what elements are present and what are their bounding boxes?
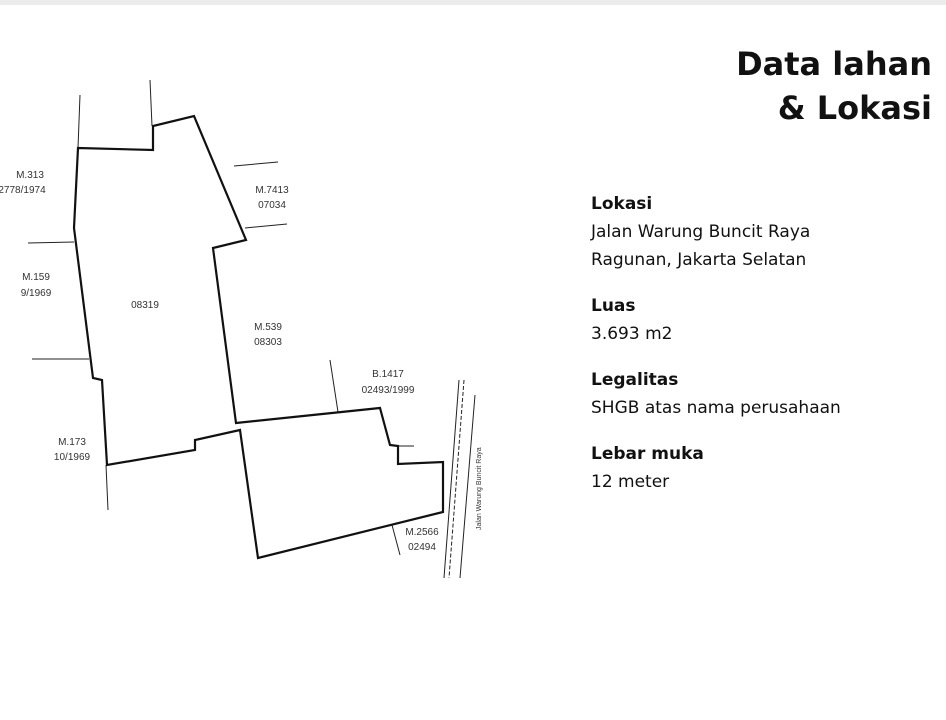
info-heading: Lokasi <box>591 194 653 214</box>
info-heading: Luas <box>591 296 636 316</box>
road-label: Jalan Warung Buncit Raya <box>476 447 483 530</box>
boundary-line <box>233 161 279 167</box>
boundary-line <box>391 524 401 556</box>
info-legalitas: Legalitas SHGB atas nama perusahaan <box>591 366 841 422</box>
boundary-line <box>244 223 288 229</box>
neighbor-label: 07034 <box>258 200 286 211</box>
boundary-line <box>329 359 339 413</box>
neighbor-label: M.173 <box>58 437 86 448</box>
land-info: Lokasi Jalan Warung Buncit Raya Ragunan,… <box>591 190 841 514</box>
info-luas: Luas 3.693 m2 <box>591 292 841 348</box>
road-line <box>448 379 465 579</box>
neighbor-label: M.313 <box>16 170 44 181</box>
neighbor-label: M.539 <box>254 322 282 333</box>
info-value: 3.693 m2 <box>591 324 673 344</box>
boundary-line <box>27 241 75 244</box>
info-heading: Lebar muka <box>591 444 704 464</box>
info-heading: Legalitas <box>591 370 679 390</box>
info-value: Ragunan, Jakarta Selatan <box>591 250 807 270</box>
top-bar <box>0 0 946 5</box>
road-line <box>459 394 476 579</box>
neighbor-label: 10/1969 <box>54 452 91 463</box>
land-parcel-map: 08319 M.313 2778/1974 M.7413 07034 M.159… <box>0 79 483 579</box>
neighbor-label: B.1417 <box>372 369 404 380</box>
info-value: 12 meter <box>591 472 670 492</box>
road-line <box>443 379 460 579</box>
info-value: SHGB atas nama perusahaan <box>591 398 841 418</box>
neighbor-label: M.159 <box>22 272 50 283</box>
neighbor-label: M.2566 <box>405 527 439 538</box>
neighbor-label: 08303 <box>254 337 282 348</box>
boundary-line <box>105 464 109 511</box>
page-title: Data lahan & Lokasi <box>736 42 932 130</box>
parcel-main-label: 08319 <box>131 300 159 311</box>
neighbor-label: 02493/1999 <box>362 385 415 396</box>
neighbor-label: 9/1969 <box>21 288 52 299</box>
info-lokasi: Lokasi Jalan Warung Buncit Raya Ragunan,… <box>591 190 841 274</box>
title-line: Data lahan <box>736 45 932 83</box>
neighbor-label: 2778/1974 <box>0 185 46 196</box>
neighbor-label: 02494 <box>408 542 436 553</box>
neighbor-label: M.7413 <box>255 185 289 196</box>
parcel-boundary <box>72 114 445 560</box>
title-line: & Lokasi <box>777 89 932 127</box>
info-value: Jalan Warung Buncit Raya <box>591 222 811 242</box>
boundary-line <box>149 79 153 127</box>
info-lebar-muka: Lebar muka 12 meter <box>591 440 841 496</box>
boundary-line <box>77 94 81 149</box>
